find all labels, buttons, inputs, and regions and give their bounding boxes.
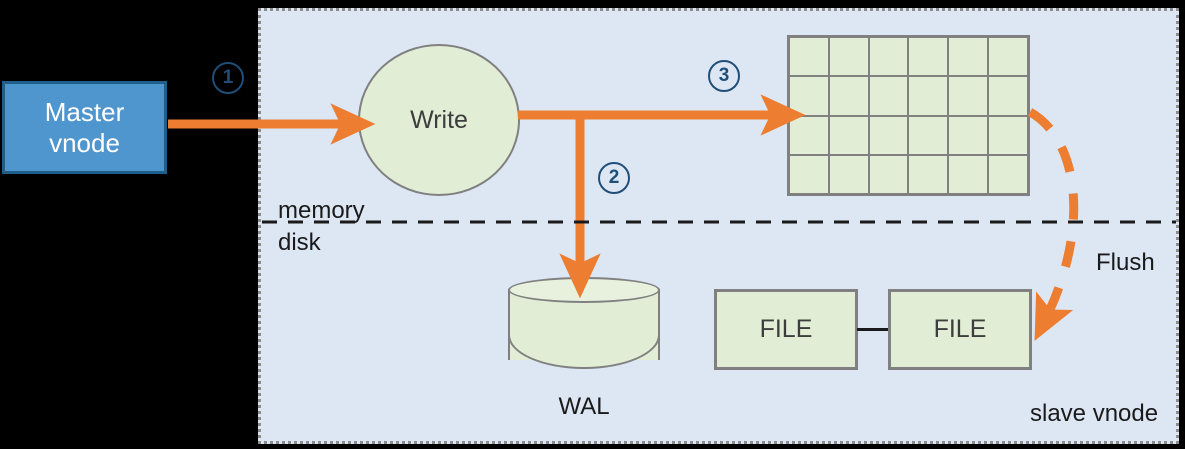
grid-cell	[909, 38, 948, 76]
wal-label: WAL	[558, 393, 610, 420]
grid-cell	[869, 77, 908, 115]
step-badge-3: 3	[708, 60, 740, 92]
slave-vnode-label: slave vnode	[1030, 400, 1159, 427]
grid-cell	[829, 116, 868, 154]
grid-cell	[989, 77, 1027, 115]
grid-cell	[829, 155, 868, 193]
grid-cell	[790, 155, 828, 193]
write-node[interactable]: Write	[358, 44, 520, 196]
grid-cell	[949, 155, 988, 193]
step-badge-2: 2	[598, 162, 630, 194]
grid-cell	[909, 116, 948, 154]
file-connector-line	[857, 328, 889, 331]
memory-label: memory	[278, 197, 365, 224]
grid-cell	[790, 116, 828, 154]
master-vnode-box[interactable]: Master vnode	[2, 81, 167, 174]
flush-label: Flush	[1096, 249, 1155, 276]
grid-cell	[989, 38, 1027, 76]
grid-cell	[869, 155, 908, 193]
grid-cell	[909, 77, 948, 115]
cylinder-bottom	[508, 335, 660, 369]
grid-cell	[949, 38, 988, 76]
file-box-2[interactable]: FILE	[888, 289, 1032, 370]
memtable-grid	[787, 35, 1030, 196]
file-box-1[interactable]: FILE	[714, 289, 858, 370]
cylinder-top	[508, 277, 660, 303]
grid-cell	[949, 116, 988, 154]
wal-cylinder[interactable]	[508, 277, 660, 372]
grid-cell	[989, 116, 1027, 154]
disk-label: disk	[278, 229, 321, 256]
grid-cell	[790, 77, 828, 115]
grid-cell	[829, 38, 868, 76]
grid-cell	[989, 155, 1027, 193]
step-badge-1: 1	[212, 62, 244, 94]
grid-cell	[909, 155, 948, 193]
grid-cell	[829, 77, 868, 115]
grid-cell	[869, 116, 908, 154]
grid-cell	[949, 77, 988, 115]
grid-cell	[790, 38, 828, 76]
grid-cell	[869, 38, 908, 76]
